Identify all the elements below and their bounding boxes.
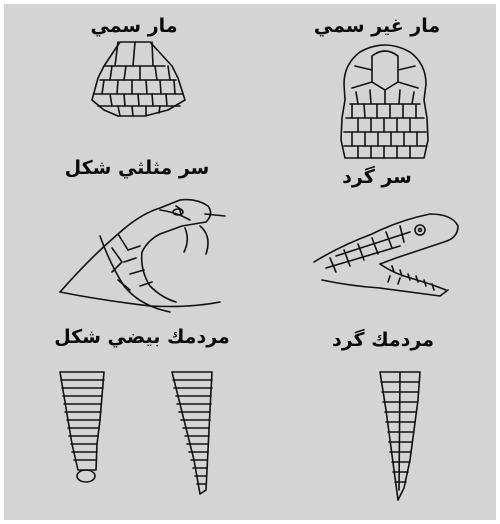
- nonvenomous-head-side-view: [314, 214, 458, 296]
- nonvenomous-head-top-view: [341, 45, 428, 158]
- venomous-head-top-view: [92, 42, 185, 116]
- nonvenomous-tail: [380, 372, 420, 500]
- venomous-tail-left: [60, 372, 104, 482]
- venomous-tail-right: [172, 372, 212, 494]
- venomous-head-side-view: [60, 200, 225, 312]
